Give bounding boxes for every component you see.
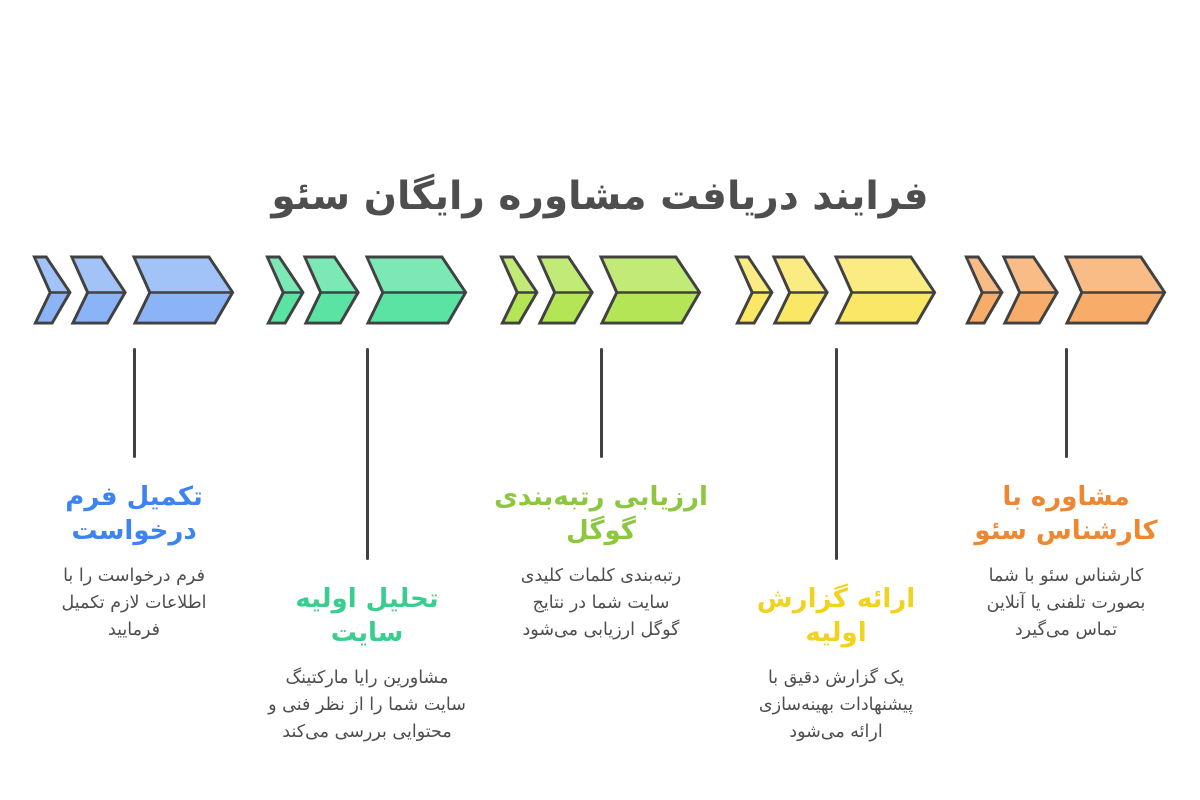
connector-line <box>132 348 136 458</box>
step-title: تکمیل فرم درخواست <box>65 482 203 546</box>
chevron-arrows-icon <box>964 255 1166 325</box>
step-description: فرم درخواست را با اطلاعات لازم تکمیل فرم… <box>61 566 207 640</box>
step-title: ارزیابی رتبه‌بندی گوگل <box>494 482 708 546</box>
process-step-3: ارزیابی رتبه‌بندی گوگل رتبه‌بندی کلمات ک… <box>491 255 711 644</box>
page-title: فرایند دریافت مشاوره رایگان سئو <box>271 174 929 220</box>
step-title: تحلیل اولیه سایت <box>295 584 439 648</box>
connector-line <box>599 348 603 458</box>
step-title: ارائه گزارش اولیه <box>756 584 916 648</box>
process-step-5: مشاوره با کارشناس سئو کارشناس سئو با شما… <box>956 255 1176 644</box>
chevron-arrows-icon <box>32 255 234 325</box>
step-description: رتبه‌بندی کلمات کلیدی سایت شما در نتایج … <box>520 566 682 640</box>
step-description: مشاورین رایا مارکتینگ سایت شما را از نظر… <box>268 668 466 742</box>
chevron-arrows-icon <box>734 255 936 325</box>
process-step-1: تکمیل فرم درخواست فرم درخواست را با اطلا… <box>24 255 244 644</box>
step-title: مشاوره با کارشناس سئو <box>974 482 1158 546</box>
process-step-2: تحلیل اولیه سایت مشاورین رایا مارکتینگ س… <box>257 255 477 746</box>
process-step-4: ارائه گزارش اولیه یک گزارش دقیق با پیشنه… <box>726 255 946 746</box>
step-description: یک گزارش دقیق با پیشنهادات بهینه‌سازی ار… <box>758 668 914 742</box>
connector-line <box>365 348 369 560</box>
step-description: کارشناس سئو با شما بصورت تلفنی یا آنلاین… <box>986 566 1146 640</box>
connector-line <box>834 348 838 560</box>
connector-line <box>1064 348 1068 458</box>
chevron-arrows-icon <box>499 255 701 325</box>
chevron-arrows-icon <box>265 255 467 325</box>
